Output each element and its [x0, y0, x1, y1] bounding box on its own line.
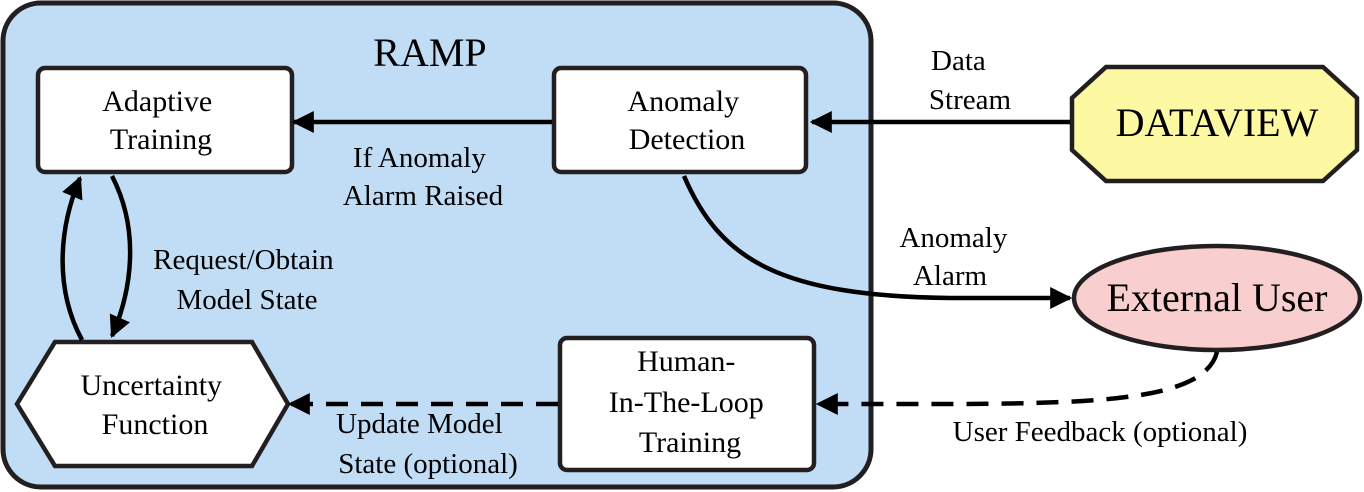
if-anomaly-label: If Anomaly Alarm Raised — [343, 142, 504, 212]
adaptive-training-node: Adaptive Training — [35, 65, 295, 175]
ramp-title: RAMP — [373, 30, 486, 75]
request-model-state-arrow — [109, 174, 133, 339]
uncertainty-function-node: Uncertainty Function — [14, 339, 291, 469]
hitl-training-box — [557, 335, 817, 473]
dataview-octagon — [1069, 64, 1360, 184]
user-feedback-arrow — [815, 351, 1220, 415]
edge-user-feedback: User Feedback (optional) — [815, 351, 1248, 448]
data-stream-label: Data Stream — [929, 45, 1012, 116]
hitl-training-node: Human- In-The-Loop Training — [557, 335, 817, 473]
uncertainty-function-label: Uncertainty Function — [80, 369, 229, 441]
edge-if-anomaly: If Anomaly Alarm Raised — [291, 111, 552, 212]
external-user-label: External User — [1106, 275, 1327, 320]
edge-anomaly-alarm: Anomaly Alarm — [681, 175, 1073, 309]
external-user-node: External User — [1071, 243, 1363, 353]
external-user-ellipse — [1071, 243, 1363, 353]
anomaly-detection-box — [551, 65, 809, 175]
edge-request-obtain: Request/Obtain Model State — [60, 174, 341, 342]
edge-data-stream: Data Stream — [809, 45, 1070, 133]
anomaly-alarm-label: Anomaly Alarm — [899, 222, 1014, 292]
hitl-training-label: Human- In-The-Loop Training — [609, 345, 771, 459]
anomaly-detection-label: Anomaly Detection — [627, 85, 746, 156]
dataview-node: DATAVIEW — [1069, 64, 1360, 184]
update-model-label: Update Model State (optional) — [336, 408, 518, 480]
adaptive-training-label: Adaptive Training — [102, 85, 219, 156]
dataview-label: DATAVIEW — [1116, 100, 1319, 145]
adaptive-training-box — [35, 65, 295, 175]
user-feedback-label: User Feedback (optional) — [953, 416, 1248, 448]
anomaly-alarm-arrow — [681, 175, 1073, 309]
request-obtain-label: Request/Obtain Model State — [153, 244, 341, 316]
uncertainty-function-hexagon — [14, 339, 291, 469]
obtain-model-state-arrow — [60, 175, 84, 342]
anomaly-detection-node: Anomaly Detection — [551, 65, 809, 175]
edge-update-model: Update Model State (optional) — [287, 393, 558, 480]
